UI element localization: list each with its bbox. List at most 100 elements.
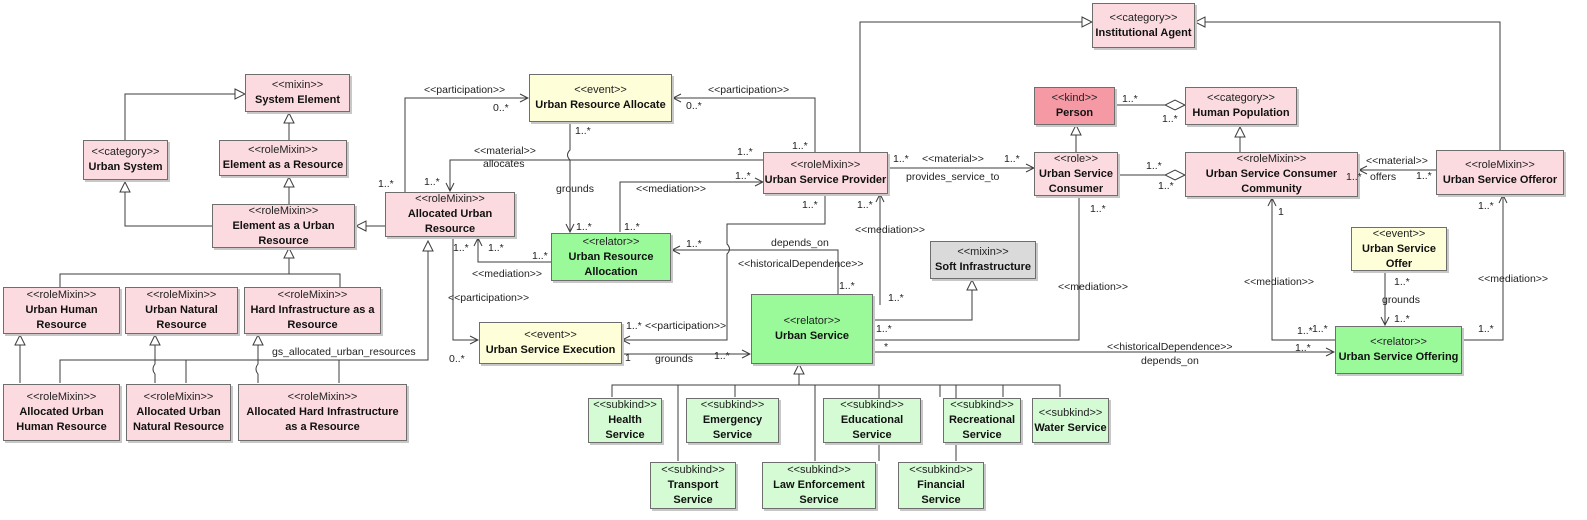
person-class[interactable]: <<kind>>Person [1034,87,1115,125]
class-name: Allocated Hard Infrastructure as a Resou… [246,406,399,433]
human-population-class[interactable]: <<category>> Human Population [1185,87,1297,125]
label-historical-dependence: <<historicalDependence>> [738,258,864,270]
stereotype: <<mixin>> [271,79,324,91]
label-participation: <<participation>> [448,292,530,304]
label-multiplicity: 1..* [1004,153,1020,165]
gen-resources-to-urban-resource [59,248,341,287]
transport-service-class[interactable]: <<subkind>>Transport Service [650,462,736,509]
urban-resource-allocate-class[interactable]: <<event>>Urban Resource Allocate [529,74,672,122]
label-multiplicity: 1..* [626,320,642,332]
label-multiplicity: 1 [1278,206,1284,218]
soft-infrastructure-class[interactable]: <<mixin>>Soft Infrastructure [930,241,1036,279]
label-participation: <<participation>> [645,320,727,332]
urban-system-class[interactable]: <<category>>Urban System [83,140,168,180]
label-multiplicity: 1..* [1478,323,1494,335]
allocated-hard-infrastructure-class[interactable]: <<roleMixin>>Allocated Hard Infrastructu… [238,384,407,441]
label-multiplicity: 1..* [839,280,855,292]
hard-infrastructure-resource-class[interactable]: <<roleMixin>>Hard Infrastructure as a Re… [244,287,381,334]
label-mediation: <<mediation>> [1244,276,1315,288]
recreational-service-class[interactable]: <<subkind>>Recreational Service [943,398,1021,443]
urban-service-consumer-community-class[interactable]: <<roleMixin>>Urban Service Consumer Comm… [1185,152,1358,197]
institutional-agent-class[interactable]: <<category>>Institutional Agent [1092,3,1195,48]
label-allocates: allocates [483,158,525,170]
stereotype: <<subkind>> [661,464,725,476]
class-name: Urban Service Offering [1338,351,1459,363]
assoc-material-allocates [450,159,763,191]
law-enforcement-service-class[interactable]: <<subkind>> Law Enforcement Service [762,462,876,509]
label-material: <<material>> [1366,155,1428,167]
urban-service-execution-class[interactable]: <<event>>Urban Service Execution [479,322,622,364]
assoc-mediation-allocation-resource [478,238,551,263]
class-name: Urban Natural Resource [145,304,218,331]
urban-service-offering-class[interactable]: <<relator>>Urban Service Offering [1335,326,1462,374]
urban-resource-allocation-class[interactable]: <<relator>>Urban Resource Allocation [551,233,671,281]
urban-natural-resource-class[interactable]: <<roleMixin>>Urban Natural Resource [125,287,238,334]
element-as-urban-resource-class[interactable]: <<roleMixin>>Element as a Urban Resource [212,204,355,248]
class-name: Urban Resource Allocate [535,99,666,111]
assoc-mediation-allocation-provider [619,182,763,232]
label-depends-on: depends_on [771,237,829,249]
label-multiplicity: 1..* [575,125,591,137]
stereotype: <<roleMixin>> [1465,158,1535,171]
urban-service-consumer-class[interactable]: <<role>>Urban Service Consumer [1034,152,1118,196]
educational-service-class[interactable]: <<subkind>>Educational Service [823,398,921,443]
stereotype: <<mixin>> [957,246,1009,258]
class-name: Human Population [1192,107,1290,119]
gen-allocated-natural [153,335,155,383]
label-mediation: <<mediation>> [855,224,926,236]
label-grounds: grounds [556,183,594,195]
stereotype: <<category>> [91,146,160,158]
label-multiplicity: * [884,341,889,353]
system-element-class[interactable]: <<mixin>>System Element [245,74,350,112]
label-grounds: grounds [655,353,693,365]
urban-service-class[interactable]: <<relator>>Urban Service [751,294,873,364]
label-multiplicity: 1..* [1295,342,1311,354]
gen-service-to-soft-infra [874,280,972,321]
emergency-service-class[interactable]: <<subkind>>Emergency Service [686,398,779,443]
label-multiplicity: 1..* [378,178,394,190]
element-as-resource-class[interactable]: <<roleMixin>>Element as a Resource [219,140,347,176]
allocated-urban-resource-class[interactable]: <<roleMixin>>Allocated Urban Resource [385,192,515,237]
stereotype: <<subkind>> [909,464,973,476]
label-material: <<material>> [474,145,536,157]
stereotype: <<subkind>> [700,399,765,411]
class-name: Urban Service Offer [1362,242,1436,270]
urban-human-resource-class[interactable]: <<roleMixin>>Urban Human Resource [3,287,120,334]
urban-service-provider-class[interactable]: <<roleMixin>>Urban Service Provider [763,152,888,194]
label-offers: offers [1370,171,1397,183]
label-multiplicity: 1..* [735,170,751,182]
gen-urban-system-to-system-element [124,94,245,140]
class-name: Urban Resource Allocation [568,250,654,278]
gen-urban-resource-to-urban-system [125,182,212,227]
allocated-urban-natural-resource-class[interactable]: <<roleMixin>>Allocated Urban Natural Res… [126,384,231,441]
class-name: Allocated Urban Human Resource [16,406,107,433]
label-multiplicity: 1..* [686,238,702,250]
class-name: Law Enforcement Service [773,479,865,506]
class-name: Urban Service Execution [485,344,616,356]
class-name: Educational Service [840,414,904,441]
label-multiplicity: 1..* [1478,200,1494,212]
class-name: Urban Service Offeror [1442,173,1558,186]
label-multiplicity: 1..* [453,242,469,254]
label-multiplicity: 1..* [1312,323,1328,335]
label-mediation: <<mediation>> [1478,273,1549,285]
allocated-urban-human-resource-class[interactable]: <<roleMixin>>Allocated Urban Human Resou… [3,384,120,441]
stereotype: <<roleMixin>> [277,289,348,301]
health-service-class[interactable]: <<subkind>>Health Service [588,398,662,443]
class-name: Person [1055,107,1094,119]
label-mediation: <<mediation>> [636,183,707,195]
financial-service-class[interactable]: <<subkind>>Financial Service [898,462,984,509]
urban-service-offer-class[interactable]: <<event>>Urban Service Offer [1351,227,1447,271]
stereotype: <<category>> [1207,92,1275,104]
stereotype: <<subkind>> [950,399,1014,411]
gen-offeror-to-institutional-agent [1195,22,1501,150]
label-material: <<material>> [922,153,984,165]
water-service-class[interactable]: <<subkind>>Water Service [1032,398,1109,443]
class-name: Element as a Urban Resource [232,219,335,247]
label-multiplicity: 1..* [1158,180,1174,192]
stereotype: <<subkind>> [787,464,851,476]
urban-service-offeror-class[interactable]: <<roleMixin>> Urban Service Offeror [1436,150,1564,195]
assoc-mediation-service-consumer [874,173,1079,341]
